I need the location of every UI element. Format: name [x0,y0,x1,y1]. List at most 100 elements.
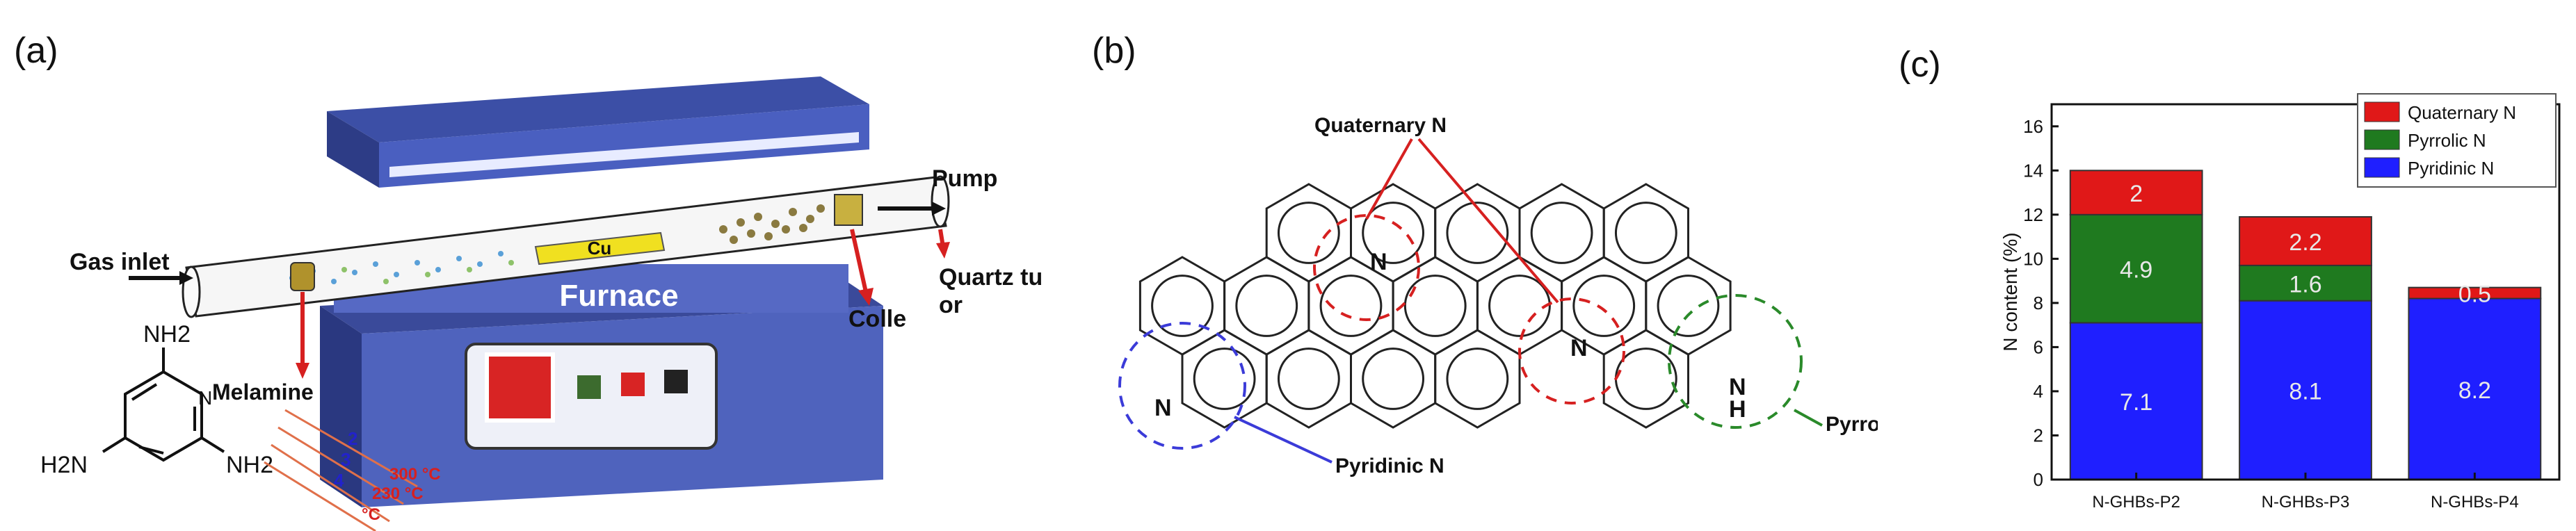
bar-segment [2239,216,2372,266]
quaternary-pointer-2 [1417,138,1559,304]
pyridinic-label: Pyridinic N [1335,455,1444,477]
aromatic-circle [1319,275,1383,337]
y-tick-label: 6 [2034,336,2043,357]
bar-segment [2069,170,2203,215]
pyridinic-circle [1118,322,1246,450]
y-tick-label: 0 [2034,469,2043,490]
legend-label: Pyridinic N [2408,158,2494,179]
furnace-lid-inner [389,132,859,177]
aromatic-circle [1193,348,1256,410]
quartz-tube-label-1: Quartz tube [939,264,1043,291]
aromatic-circle [1235,275,1298,337]
pyrrolic-circle [1668,294,1803,429]
aromatic-circle [1614,348,1677,410]
data-label: 1.6 [2289,271,2321,297]
temp-230: 230 °C [372,484,424,503]
bar-segment [2239,300,2372,480]
furnace-label: Furnace [559,279,678,313]
furnace-diagram: (a) Furnace Cu Gas inle [14,31,1043,531]
pump-arrowhead [932,202,946,215]
temperature-zones [264,409,418,531]
panel-a: (a) Furnace Cu Gas inle [0,0,1043,531]
aromatic-circle [1530,202,1593,264]
furnace-body-side [320,306,362,507]
collector-arrow [850,229,868,293]
y-tick-label: 16 [2023,116,2043,137]
aromatic-circle [1362,202,1425,264]
legend-label: Quaternary N [2408,102,2516,123]
collector [834,194,863,226]
cu-label: Cu [588,238,612,259]
quartz-tube-label-2: or [939,292,963,318]
gas-inlet-arrowhead [179,271,193,285]
quaternary-circle-1 [1313,214,1420,321]
x-tick-label: N-GHBs-P2 [2092,493,2180,512]
quaternary-n-atom-1: N [1370,249,1387,275]
cu-foil [534,231,666,266]
pyrrolic-n-atom: N [1729,374,1746,400]
ring-n-label: N [198,387,212,409]
aromatic-circle [1362,348,1425,410]
data-label: 7.1 [2120,389,2152,416]
data-label: 0.5 [2458,281,2491,308]
y-axis-label: N content (%) [1999,232,2021,351]
data-label: 8.1 [2289,378,2321,405]
y-tick-label: 10 [2023,248,2043,269]
y-tick-label: 8 [2034,293,2043,313]
x-tick-label: N-GHBs-P4 [2431,493,2519,512]
legend-label: Pyrrolic N [2408,130,2486,151]
y-tick-label: 12 [2023,204,2043,225]
pyridinic-pointer [1234,416,1333,464]
nh2-left: H2N [40,452,88,478]
melamine-boat [290,262,315,291]
aromatic-circle [1151,275,1214,337]
hex-ring [1645,256,1732,356]
pyrrolic-pointer [1794,409,1823,427]
melamine-label: Melamine [212,379,314,405]
collector-label: Colle [848,306,906,332]
nh2-right: NH2 [226,452,273,478]
quaternary-n-atom-2: N [1570,335,1588,361]
zone-3: 3 [341,449,351,470]
legend-swatch [2364,157,2400,178]
panel-b-label: (b) [1092,31,1136,71]
melamine-structure [102,348,225,462]
aromatic-circle [1446,348,1509,410]
aromatic-circle [1277,348,1340,410]
nitrogen-structure-diagram: (b) N N N N H Quaternary N Pyridinic N P… [1092,31,1878,477]
data-label: 8.2 [2458,377,2491,404]
aromatic-circle [1614,202,1677,264]
temp-300: 300 °C [389,465,441,484]
bar-segment [2069,213,2203,324]
graphene-lattice [1138,183,1732,429]
aromatic-circle [1488,275,1551,337]
panel-c-label: (c) [1899,44,1941,85]
quaternary-label: Quaternary N [1314,114,1447,137]
quaternary-pointer-1 [1365,138,1413,220]
data-label: 4.9 [2120,257,2152,284]
legend-swatch [2364,129,2400,150]
pyridinic-n-atom: N [1154,395,1172,421]
zone-4: 4 [334,470,344,491]
panel-b: (b) N N N N H Quaternary N Pyridinic N P… [1057,0,1878,531]
aromatic-circle [1446,202,1509,264]
x-tick-label: N-GHBs-P3 [2262,493,2350,512]
nh2-top: NH2 [143,321,191,348]
pyrrolic-label: Pyrrolic N [1826,413,1878,436]
aromatic-circle [1657,275,1720,337]
control-button-red [621,373,645,396]
quartz-tube-arrowhead [936,242,950,259]
legend-swatch [2364,101,2400,122]
y-tick-label: 4 [2034,381,2043,402]
quaternary-circle-2 [1518,297,1625,405]
panel-a-label: (a) [14,31,58,71]
melamine-arrowhead [296,363,309,379]
zone-2: 2 [348,428,357,449]
control-button-green [577,375,601,399]
control-button-black [664,370,688,393]
bar-segment [2408,297,2542,480]
legend: Quaternary N Pyrrolic N Pyridinic N [2357,93,2557,188]
aromatic-circle [1572,275,1636,337]
